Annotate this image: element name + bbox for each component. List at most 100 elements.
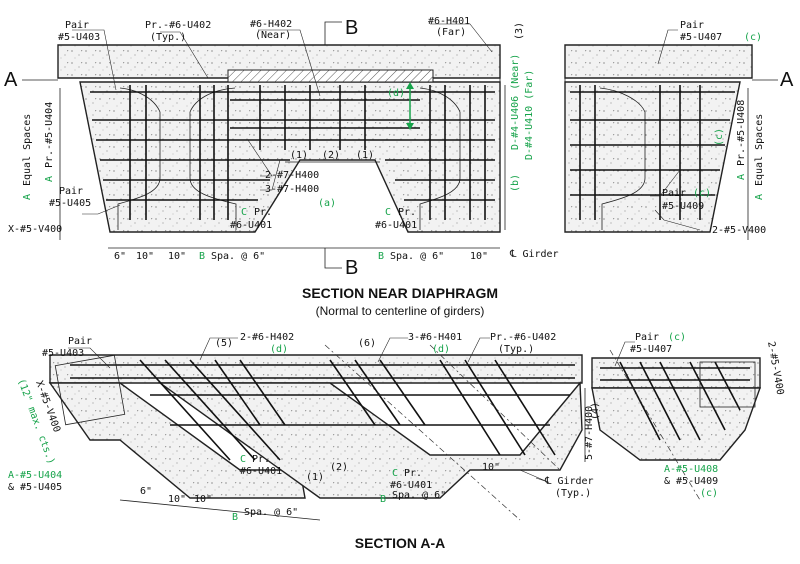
b-label-u401-left: #6-U401	[240, 466, 282, 477]
leader	[614, 341, 635, 367]
b-label-pr-left: Pr.	[252, 454, 270, 465]
bottom-slab-left	[49, 354, 583, 384]
b-dim-b: B	[232, 512, 238, 523]
b-dim-10-c: 10"	[482, 462, 500, 473]
label-a-right-2: A	[754, 194, 765, 200]
b-label-h400: 5-#7-H400	[584, 406, 595, 460]
b-label-u409: & #5-U409	[664, 476, 718, 487]
label-pair-c-c: (c)	[693, 188, 711, 199]
cut-label-b-top: B	[345, 17, 358, 39]
d-bar	[379, 359, 426, 426]
b-label-typ: (Typ.)	[555, 488, 591, 499]
b-label-h402-d: (d)	[270, 344, 288, 355]
bottom-dim-line	[119, 499, 321, 521]
dim-spa-right: Spa. @ 6"	[390, 251, 444, 262]
leader	[199, 337, 238, 361]
d-bar	[189, 359, 281, 461]
cut-label-a-left: A	[4, 69, 18, 91]
b-label-u409-c: (c)	[700, 488, 718, 499]
b-label-c-right: C	[392, 468, 398, 479]
d-bar	[714, 361, 741, 411]
d-bar	[164, 359, 256, 461]
leader	[72, 29, 117, 91]
label-pr-u402: Pr.-#6-U402	[145, 20, 211, 31]
vertical-right-labels: A Pr.-#5-U408	[736, 100, 747, 180]
label-pair-c: Pair	[662, 188, 686, 199]
cut-line-b-top	[324, 21, 342, 45]
subtitle-top: (Normal to centerline of girders)	[316, 304, 485, 318]
vertical-left-labels-2: A Pr.-#5-U404	[44, 102, 55, 182]
title-top: SECTION NEAR DIAPHRAGM	[302, 285, 498, 301]
label-one-b: (1)	[356, 150, 374, 161]
b-label-a-u408: A-#5-U408	[664, 464, 718, 475]
b-dim-6: 6"	[140, 486, 152, 497]
label-x-v400: X-#5-V400	[8, 224, 62, 235]
vertical-right-labels-2: A Equal Spaces	[754, 114, 765, 200]
bottom-rebar	[70, 359, 750, 461]
b-dim-b-right: B	[380, 494, 386, 505]
label-h402: #6-H402	[250, 19, 292, 30]
label-h401: #6-H401	[428, 16, 470, 27]
label-u409: #5-U409	[662, 201, 704, 212]
dim-6: 6"	[114, 251, 126, 262]
label-h400-3: 3-#7-H400	[265, 184, 319, 195]
b-label-pair-u403: Pair	[68, 336, 92, 347]
label-equal-spaces-left: Equal Spaces	[22, 114, 33, 186]
stirrup-right	[699, 361, 756, 408]
stirrup-left	[54, 354, 126, 426]
b-dim-two: (2)	[330, 462, 348, 473]
d-bar	[239, 359, 286, 426]
b-vertical-h400: 5-#7-H400	[584, 406, 595, 460]
label-d-far: D-#4-U410 (Far)	[524, 70, 535, 160]
d-bar	[689, 361, 726, 431]
label-pr-left: Pr.	[254, 207, 272, 218]
b-label-pair-u403-2: #5-U403	[42, 348, 84, 359]
label-two: (2)	[322, 150, 340, 161]
label-c-left: C	[241, 207, 247, 218]
vertical-n3: (3)	[514, 22, 525, 40]
section-a-a: Pair #5-U403 (5) 2-#6-H402 (d) (6) 3-#6-…	[8, 332, 785, 551]
label-c-vert: (c)	[714, 128, 725, 146]
label-pair-u403: Pair	[65, 20, 89, 31]
label-h400-2: 2-#7-H400	[265, 170, 319, 181]
label-pr-u402-typ: (Typ.)	[150, 32, 186, 43]
dim-b-right: B	[378, 251, 384, 262]
b-label-u407: #5-U407	[630, 344, 672, 355]
label-pr-u404: Pr.-#5-U404	[44, 102, 55, 168]
label-a-left-2: A	[44, 176, 55, 182]
label-u401-right: #6-U401	[375, 220, 417, 231]
b-label-n6: (6)	[358, 338, 376, 349]
b-label-c-left: C	[240, 454, 246, 465]
b-dim-spa-right: Spa. @ 6"	[392, 490, 446, 501]
leader	[258, 29, 321, 97]
bearing-plate	[227, 69, 434, 83]
label-u401-left: #6-U401	[230, 220, 272, 231]
leader	[654, 209, 701, 231]
d-bar	[659, 361, 701, 441]
label-h401-far: (Far)	[436, 27, 466, 38]
b-vertical-n4: (4)	[590, 402, 601, 420]
section-near-diaphragm: Pair #5-U403 Pr.-#6-U402 (Typ.) #6-H402 …	[4, 16, 794, 318]
d-bar	[214, 359, 261, 426]
vertical-mid-labels-2: D-#4-U410 (Far)	[524, 70, 535, 160]
label-a-left: A	[22, 194, 33, 200]
b-label-a-u404: A-#5-U404	[8, 470, 62, 481]
b-dim-10-a: 10"	[168, 494, 186, 505]
leader	[467, 337, 490, 363]
leader	[260, 159, 281, 191]
label-equal-spaces-right: Equal Spaces	[754, 114, 765, 186]
b-label-u407-c: (c)	[668, 332, 686, 343]
leader	[519, 469, 549, 483]
leader	[247, 139, 273, 177]
vertical-b: (b)	[510, 174, 521, 192]
leader	[68, 347, 111, 369]
vertical-right-c: (c)	[714, 128, 725, 146]
b-dim-spa: Spa. @ 6"	[244, 507, 298, 518]
d-bar	[639, 361, 681, 441]
b-label-pr-right: Pr.	[404, 468, 422, 479]
label-a-right: A	[736, 174, 747, 180]
label-d: (d)	[387, 88, 405, 99]
dim-10-b: 10"	[168, 251, 186, 262]
label-pr-u408: Pr.-#5-U408	[736, 100, 747, 166]
leader	[650, 169, 681, 197]
